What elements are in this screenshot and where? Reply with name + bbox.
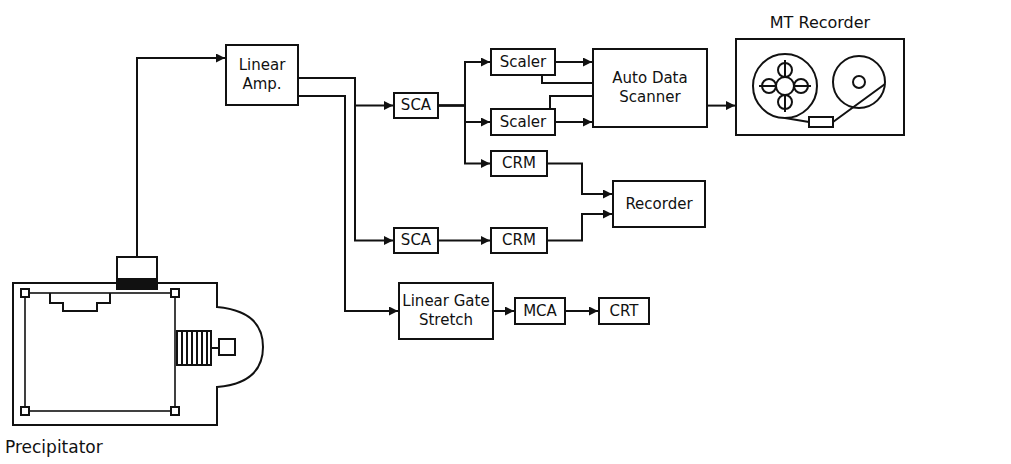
scanner-box: Auto Data Scanner xyxy=(592,48,708,128)
ratemeter-box: CRM xyxy=(490,227,548,254)
signal-connector xyxy=(566,310,598,312)
tape-reel-illustration xyxy=(737,40,907,138)
signal-connector xyxy=(542,76,592,83)
signal-connector xyxy=(708,105,735,107)
signal-connector xyxy=(556,61,592,63)
node-label: MCA xyxy=(523,302,557,321)
node-label: Precipitator xyxy=(5,437,103,458)
ratemeter-box: CRM xyxy=(490,150,548,177)
node-label: Scaler xyxy=(500,53,547,72)
signal-connector xyxy=(299,96,398,311)
node-label: SCA xyxy=(401,231,431,250)
node-label: CRM xyxy=(502,231,536,250)
signal-connector xyxy=(494,310,514,312)
gate-stretcher-box: Linear Gate Stretch xyxy=(398,282,494,340)
signal-connector xyxy=(550,96,592,108)
node-label: SCA xyxy=(401,96,431,115)
tape-recorder: MT Recorder xyxy=(735,38,905,136)
analyzer-box: SCA xyxy=(393,92,439,119)
node-label: CRT xyxy=(610,302,639,321)
node-label: Recorder xyxy=(625,195,692,214)
node-label: Scaler xyxy=(500,113,547,132)
node-label: CRM xyxy=(502,154,536,173)
precipitator: Precipitator xyxy=(5,255,267,460)
signal-connector xyxy=(439,240,490,242)
amplifier-box: Linear Amp. xyxy=(225,44,299,106)
node-label: Linear Amp. xyxy=(229,56,295,94)
signal-connector xyxy=(548,214,612,241)
analyzer-box: SCA xyxy=(393,227,439,254)
node-label: MT Recorder xyxy=(737,13,903,33)
recorder-box: Recorder xyxy=(612,180,706,228)
signal-connector xyxy=(137,58,225,257)
display-box: CRT xyxy=(598,297,650,325)
signal-connector xyxy=(439,106,490,164)
precipitator-illustration xyxy=(5,255,267,460)
signal-connector xyxy=(439,62,490,106)
node-label: Linear Gate Stretch xyxy=(402,292,490,330)
signal-connector xyxy=(556,121,592,123)
node-label: Auto Data Scanner xyxy=(596,69,704,107)
signal-connector xyxy=(548,164,612,195)
scaler-box: Scaler xyxy=(490,48,556,76)
analyzer-box: MCA xyxy=(514,297,566,325)
scaler-box: Scaler xyxy=(490,108,556,136)
